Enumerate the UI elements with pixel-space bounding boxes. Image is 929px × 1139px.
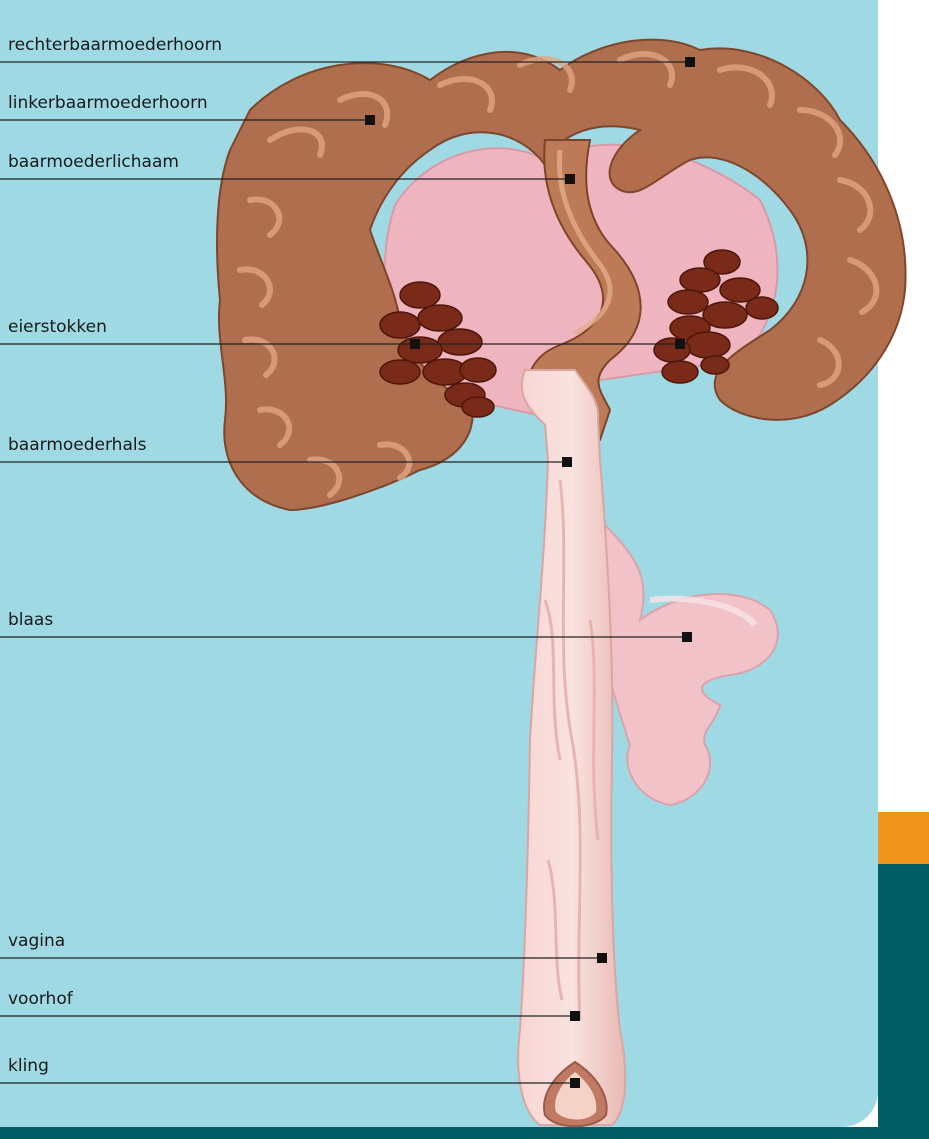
label-baarmoederhals: baarmoederhals: [8, 435, 146, 455]
label-vagina: vagina: [8, 931, 65, 951]
pointer-eierstokken-left: [410, 339, 420, 349]
pointer-eierstokken-right: [675, 339, 685, 349]
label-linkerbaarmoederhoorn: linkerbaarmoederhoorn: [8, 93, 208, 113]
label-rechterbaarmoederhoorn: rechterbaarmoederhoorn: [8, 35, 222, 55]
pointer-baarmoederhals: [562, 457, 572, 467]
pointer-baarmoederlichaam: [565, 174, 575, 184]
label-baarmoederlichaam: baarmoederlichaam: [8, 152, 179, 172]
pointer-blaas: [682, 632, 692, 642]
label-kling: kling: [8, 1056, 49, 1076]
pointer-kling: [570, 1078, 580, 1088]
label-blaas: blaas: [8, 610, 53, 630]
pointer-voorhof: [570, 1011, 580, 1021]
pointer-rechterbaarmoederhoorn: [685, 57, 695, 67]
pointer-vagina: [597, 953, 607, 963]
label-voorhof: voorhof: [8, 989, 73, 1009]
label-eierstokken: eierstokken: [8, 317, 107, 337]
pointer-linkerbaarmoederhoorn: [365, 115, 375, 125]
